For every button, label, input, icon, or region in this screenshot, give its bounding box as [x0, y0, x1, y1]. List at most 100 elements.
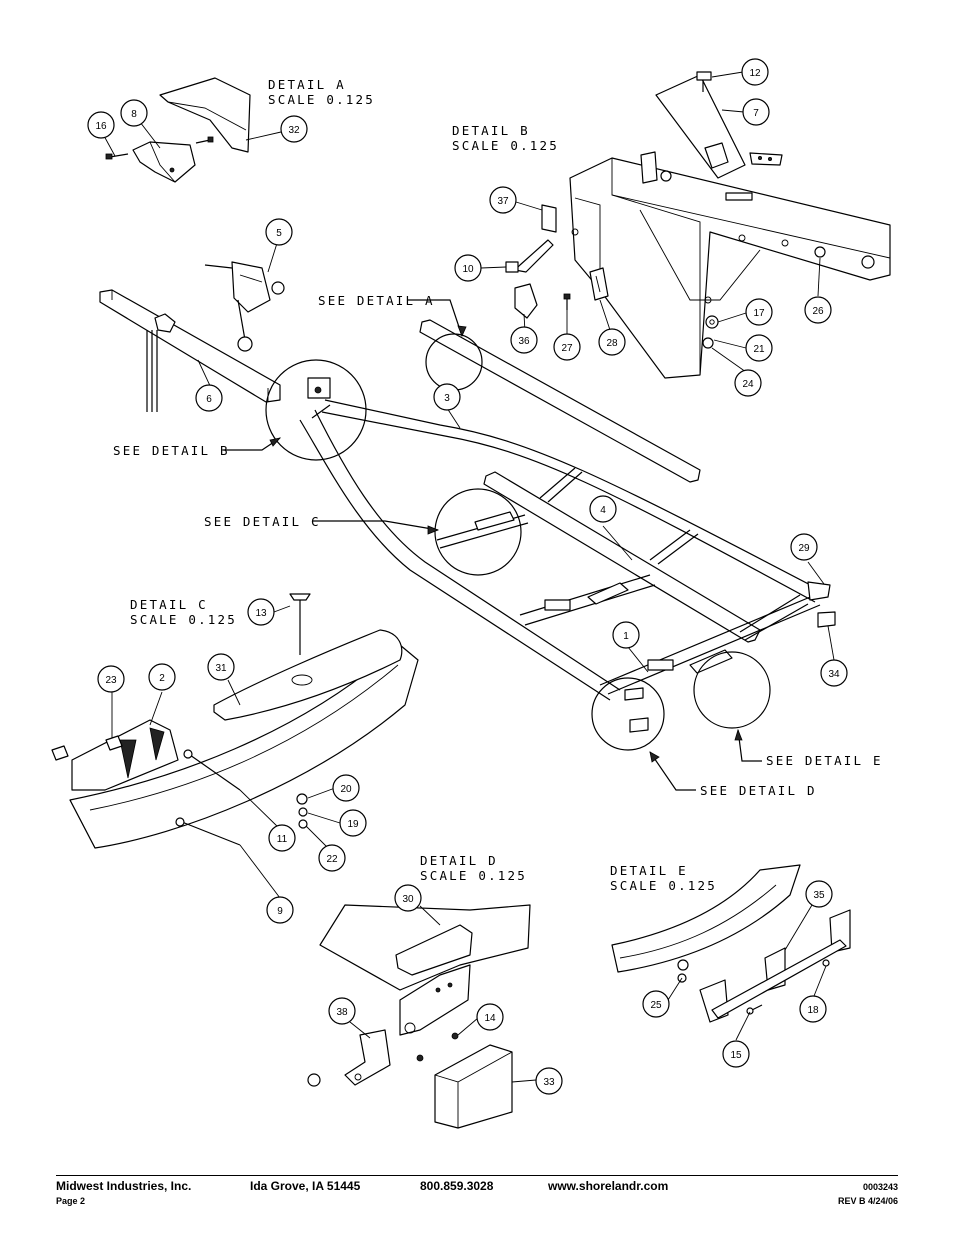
svg-text:19: 19: [347, 819, 359, 830]
balloon-6: 6: [195, 384, 223, 412]
detail-b-title: DETAIL B: [452, 123, 530, 138]
see-detail-e-label: SEE DETAIL E: [766, 753, 883, 768]
winch-plate-part: [655, 74, 746, 179]
detail-a-title: DETAIL A: [268, 77, 346, 92]
detail-b-group: DETAIL B SCALE 0.125: [452, 71, 891, 379]
footer-phone: 800.859.3028: [420, 1179, 494, 1193]
svg-text:12: 12: [749, 68, 761, 79]
detail-c-group: DETAIL C SCALE 0.125: [51, 593, 419, 849]
svg-text:35: 35: [813, 890, 825, 901]
balloon-27: 27: [553, 333, 581, 361]
svg-text:38: 38: [336, 1007, 348, 1018]
svg-text:30: 30: [402, 894, 414, 905]
balloon-25: 25: [642, 990, 670, 1018]
light-bracket-part: [344, 1029, 391, 1086]
balloon-38: 38: [328, 997, 356, 1025]
svg-text:4: 4: [600, 505, 606, 516]
detail-a-scale: SCALE 0.125: [268, 92, 375, 107]
frame-rail-section-part: [69, 644, 419, 849]
detail-c-scale: SCALE 0.125: [130, 612, 237, 627]
balloon-18: 18: [799, 995, 827, 1023]
svg-text:34: 34: [828, 669, 840, 680]
bolt-long-part: [514, 239, 554, 273]
svg-text:24: 24: [742, 379, 754, 390]
svg-text:13: 13: [255, 608, 267, 619]
plate-part: [541, 204, 557, 233]
balloon-16: 16: [87, 111, 115, 139]
balloon-17: 17: [745, 298, 773, 326]
see-detail-b-label: SEE DETAIL B: [113, 443, 230, 458]
keel-bunk-part: [213, 629, 403, 721]
guide-pad-right-part: [829, 909, 851, 953]
trailer-frame-group: [299, 319, 836, 733]
footer-doc-number: 0003243: [862, 1182, 898, 1192]
see-detail-a-label: SEE DETAIL A: [318, 293, 435, 308]
balloon-22: 22: [318, 844, 346, 872]
svg-text:26: 26: [812, 306, 824, 317]
footer-website[interactable]: www.shorelandr.com: [548, 1179, 669, 1193]
balloon-31: 31: [207, 653, 235, 681]
svg-text:27: 27: [561, 343, 573, 354]
guide-pad-left-part: [699, 979, 729, 1023]
balloon-24: 24: [734, 369, 762, 397]
winch-tongue-group: [99, 261, 285, 412]
balloon-37: 37: [489, 186, 517, 214]
balloon-21: 21: [745, 334, 773, 362]
detail-e-scale: SCALE 0.125: [610, 878, 717, 893]
svg-text:18: 18: [807, 1005, 819, 1016]
svg-text:21: 21: [753, 344, 765, 355]
footer-rule: [56, 1175, 898, 1176]
balloon-30: 30: [394, 884, 422, 912]
svg-text:31: 31: [215, 663, 227, 674]
svg-text:11: 11: [277, 834, 288, 845]
guide-bar-part: [711, 939, 847, 1019]
detail-d-callout-circle: [591, 677, 665, 751]
balloon-35: 35: [805, 880, 833, 908]
balloon-23: 23: [97, 665, 125, 693]
balloon-29: 29: [790, 533, 818, 561]
svg-text:2: 2: [159, 673, 165, 684]
svg-text:29: 29: [798, 543, 810, 554]
balloon-10: 10: [454, 254, 482, 282]
balloon-13: 13: [247, 598, 275, 626]
balloon-20: 20: [332, 774, 360, 802]
detail-d-scale: SCALE 0.125: [420, 868, 527, 883]
balloon-36: 36: [510, 326, 538, 354]
bunk-pad-part: [159, 77, 251, 153]
light-part: [434, 1044, 513, 1129]
rail-segment-part: [611, 864, 801, 973]
end-bracket-part: [399, 964, 471, 1036]
side-bunk-part: [419, 319, 701, 483]
svg-text:8: 8: [131, 109, 137, 120]
svg-text:1: 1: [623, 631, 629, 642]
winch-part: [231, 261, 271, 313]
svg-text:36: 36: [518, 336, 530, 347]
balloon-12: 12: [741, 58, 769, 86]
svg-text:5: 5: [276, 228, 282, 239]
center-bunk-part: [483, 471, 761, 643]
svg-text:6: 6: [206, 394, 212, 405]
balloon-7: 7: [742, 98, 770, 126]
balloon-3: 3: [433, 383, 461, 411]
balloon-11: 11: [268, 824, 296, 852]
balloon-4: 4: [589, 495, 617, 523]
svg-text:14: 14: [484, 1013, 496, 1024]
svg-text:28: 28: [606, 338, 618, 349]
balloon-2: 2: [148, 663, 176, 691]
svg-text:23: 23: [105, 675, 117, 686]
balloon-28: 28: [598, 328, 626, 356]
svg-text:37: 37: [497, 196, 509, 207]
svg-text:33: 33: [543, 1077, 555, 1088]
see-detail-d-label: SEE DETAIL D: [700, 783, 817, 798]
detail-d-group: DETAIL D SCALE 0.125: [307, 853, 531, 1129]
detail-c-callout-circle: [434, 488, 522, 576]
balloon-14: 14: [476, 1003, 504, 1031]
see-detail-c-label: SEE DETAIL C: [204, 514, 321, 529]
balloon-8: 8: [120, 99, 148, 127]
bunk-bracket-part: [132, 141, 196, 183]
roller-block-part: [514, 283, 538, 319]
balloon-26: 26: [804, 296, 832, 324]
detail-b-scale: SCALE 0.125: [452, 138, 559, 153]
svg-text:32: 32: [288, 125, 300, 136]
